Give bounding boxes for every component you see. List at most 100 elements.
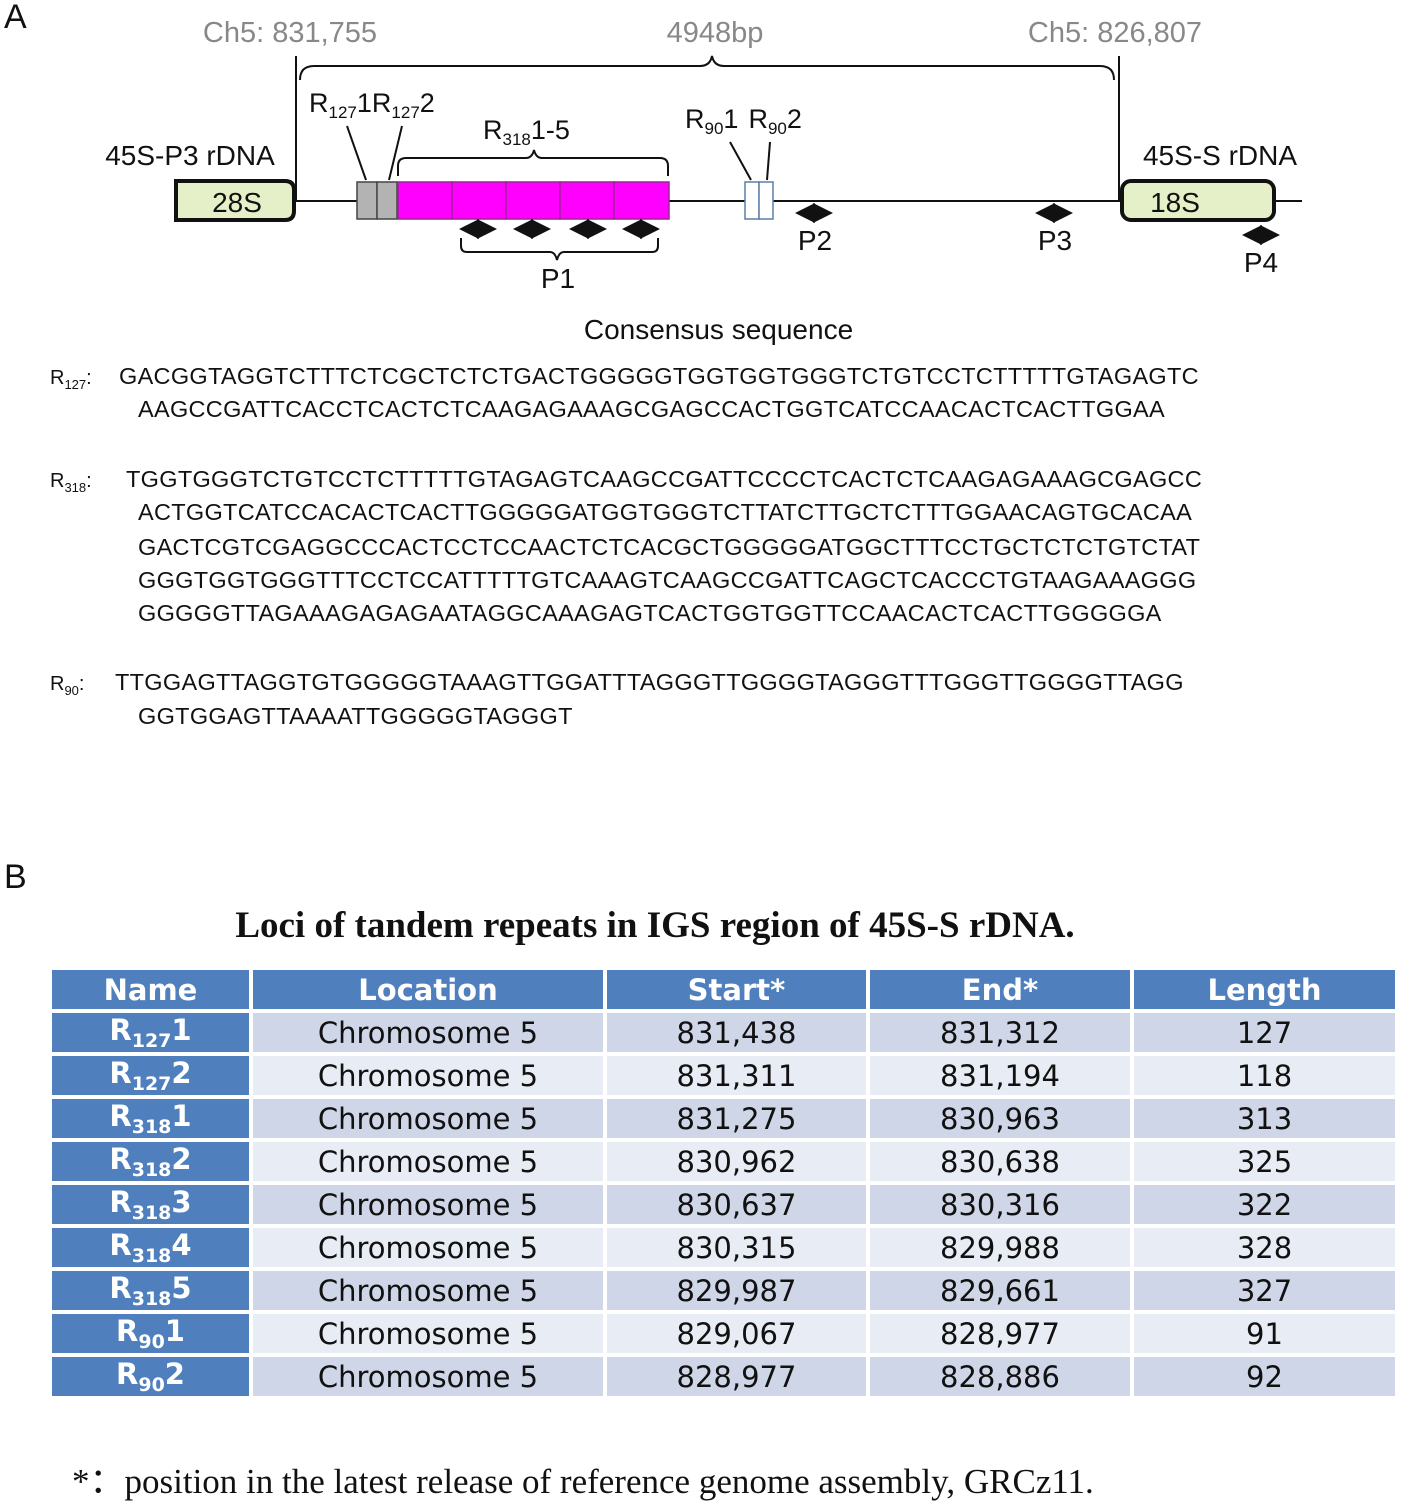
coord-left-label: Ch5: 831,755: [203, 17, 377, 49]
cell-length: 127: [1134, 1013, 1395, 1052]
seq-r318-label: R318:: [50, 470, 92, 495]
r318-1-box: [397, 181, 453, 220]
cell-length: 327: [1134, 1271, 1395, 1310]
cell-end: 831,194: [870, 1056, 1130, 1095]
r318-4-box: [559, 181, 615, 220]
cell-name: R902: [52, 1357, 249, 1396]
table-title: Loci of tandem repeats in IGS region of …: [235, 905, 1075, 946]
r90-1-box: [744, 181, 760, 220]
seq-r90-line-2: GGTGGAGTTAAAATTGGGGGTAGGGT: [138, 703, 573, 729]
p1-brace: [460, 238, 659, 261]
r90-2-leader: [766, 141, 771, 181]
cell-location: Chromosome 5: [253, 1357, 603, 1396]
r127-1-leader: [346, 125, 367, 181]
cell-name: R3184: [52, 1228, 249, 1267]
cell-location: Chromosome 5: [253, 1142, 603, 1181]
cell-location: Chromosome 5: [253, 1228, 603, 1267]
28s-label: 28S: [212, 187, 262, 218]
cell-start: 830,962: [607, 1142, 866, 1181]
table-header-row: Name Location Start* End* Length: [52, 970, 1395, 1009]
p2-label: P2: [798, 225, 832, 256]
cell-length: 92: [1134, 1357, 1395, 1396]
r318-3-box: [505, 181, 561, 220]
cell-start: 830,315: [607, 1228, 866, 1267]
cell-name: R1272: [52, 1056, 249, 1095]
seq-r127-label: R127:: [50, 367, 92, 392]
r127-label: R1271R1272: [309, 88, 435, 122]
cell-location: Chromosome 5: [253, 1314, 603, 1353]
seq-r90-line-1: TTGGAGTTAGGTGTGGGGGTAAAGTTGGATTTAGGGTTGG…: [115, 669, 1184, 695]
cell-start: 829,987: [607, 1271, 866, 1310]
cell-location: Chromosome 5: [253, 1271, 603, 1310]
consensus-sequence-title: Consensus sequence: [583, 314, 854, 345]
cell-length: 325: [1134, 1142, 1395, 1181]
18s-box: [1120, 179, 1276, 222]
header-name: Name: [52, 970, 249, 1009]
cell-start: 831,438: [607, 1013, 866, 1052]
r127-2-leader: [388, 125, 403, 181]
cell-start: 831,311: [607, 1056, 866, 1095]
28s-box: [174, 179, 296, 222]
right-gene-name: 45S-S rDNA: [1143, 140, 1297, 171]
cell-end: 829,661: [870, 1271, 1130, 1310]
cell-end: 828,886: [870, 1357, 1130, 1396]
coord-right-label: Ch5: 826,807: [1028, 17, 1202, 49]
cell-start: 829,067: [607, 1314, 866, 1353]
cell-location: Chromosome 5: [253, 1099, 603, 1138]
p3-label: P3: [1038, 225, 1072, 256]
18s-label: 18S: [1150, 187, 1200, 218]
cell-name: R3183: [52, 1185, 249, 1224]
cell-location: Chromosome 5: [253, 1013, 603, 1052]
cell-start: 828,977: [607, 1357, 866, 1396]
cell-end: 829,988: [870, 1228, 1130, 1267]
cell-length: 328: [1134, 1228, 1395, 1267]
cell-length: 313: [1134, 1099, 1395, 1138]
cell-end: 830,963: [870, 1099, 1130, 1138]
seq-r127-line-2: AAGCCGATTCACCTCACTCTCAAGAGAAAGCGAGCCACTG…: [138, 396, 1165, 422]
seq-r318-line-4: GGGTGGTGGGTTTCCTCCATTTTTGTCAAAGTCAAGCCGA…: [138, 567, 1197, 593]
table-footnote: *：position in the latest release of refe…: [72, 1462, 1094, 1501]
cell-name: R3182: [52, 1142, 249, 1181]
cell-end: 830,316: [870, 1185, 1130, 1224]
cell-end: 828,977: [870, 1314, 1130, 1353]
r318-2-box: [451, 181, 507, 220]
locus-diagram: Ch5: 831,755 4948bp Ch5: 826,807 45S-P3 …: [105, 17, 1302, 294]
span-brace: [299, 55, 1115, 81]
cell-name: R3185: [52, 1271, 249, 1310]
span-length-label: 4948bp: [667, 17, 764, 49]
cell-name: R3181: [52, 1099, 249, 1138]
seq-r318-line-3: GACTCGTCGAGGCCCACTCCTCCAACTCTCACGCTGGGGG…: [138, 534, 1201, 560]
header-length: Length: [1134, 970, 1395, 1009]
cell-length: 91: [1134, 1314, 1395, 1353]
seq-r318-line-2: ACTGGTCATCCACACTCACTTGGGGGATGGTGGGTCTTAT…: [138, 499, 1193, 525]
p4-label: P4: [1244, 247, 1278, 278]
cell-length: 322: [1134, 1185, 1395, 1224]
header-start: Start*: [607, 970, 866, 1009]
panel-a-label: A: [4, 0, 27, 36]
cell-start: 830,637: [607, 1185, 866, 1224]
panel-b-label: B: [4, 858, 27, 896]
seq-r127-line-1: GACGGTAGGTCTTTCTCGCTCTCTGACTGGGGGTGGTGGT…: [119, 363, 1199, 389]
left-gene-name: 45S-P3 rDNA: [105, 140, 275, 171]
r90-1-leader: [729, 141, 752, 181]
cell-end: 831,312: [870, 1013, 1130, 1052]
seq-r318-line-1: TGGTGGGTCTGTCCTCTTTTTGTAGAGTCAAGCCGATTCC…: [126, 466, 1203, 492]
cell-location: Chromosome 5: [253, 1056, 603, 1095]
r127-2-box: [376, 181, 398, 220]
r318-brace: [397, 149, 669, 176]
cell-name: R1271: [52, 1013, 249, 1052]
header-end: End*: [870, 970, 1130, 1009]
cell-location: Chromosome 5: [253, 1185, 603, 1224]
cell-end: 830,638: [870, 1142, 1130, 1181]
r127-1-box: [356, 181, 378, 220]
header-location: Location: [253, 970, 603, 1009]
